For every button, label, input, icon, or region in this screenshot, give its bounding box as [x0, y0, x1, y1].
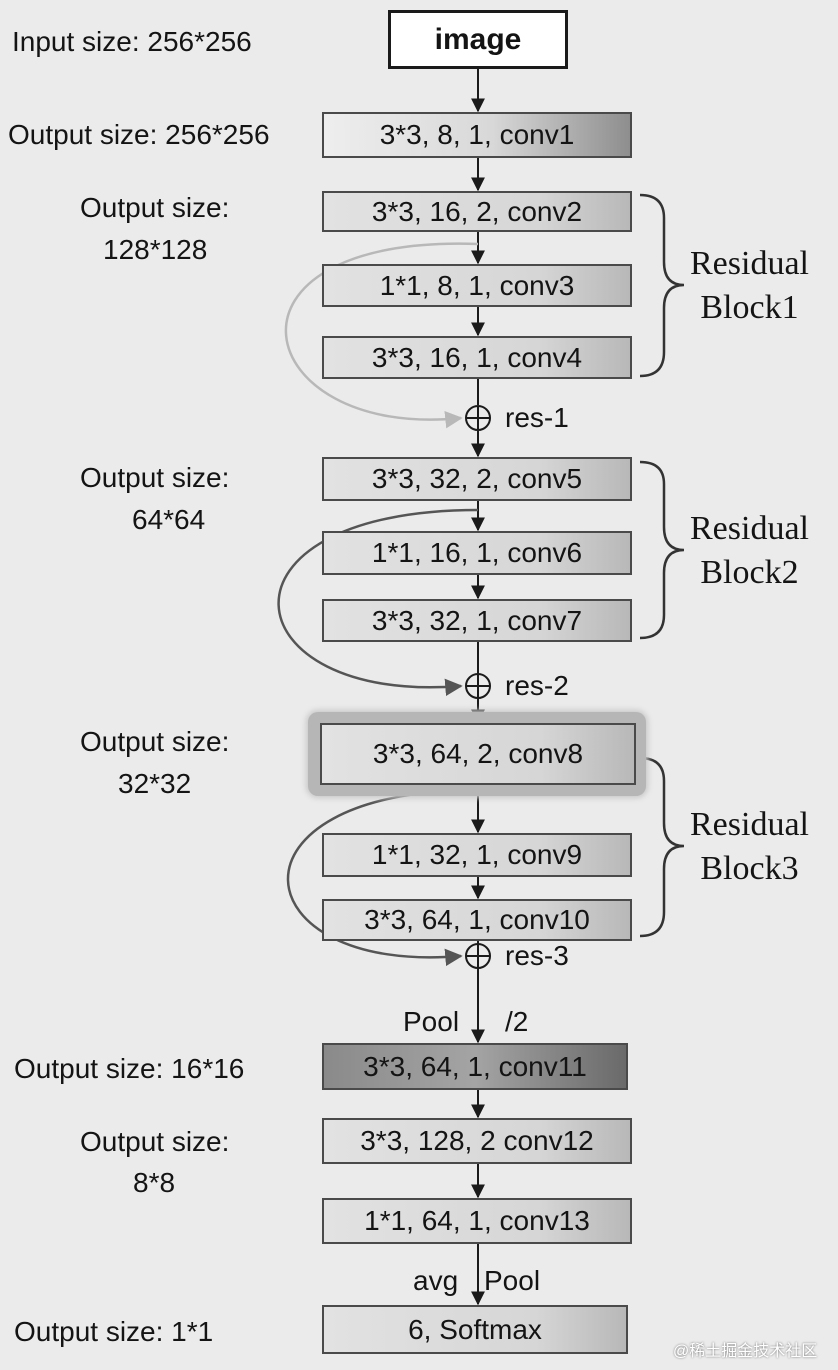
layer-conv1: 3*3, 8, 1, conv1: [322, 112, 632, 158]
residual-block3-line2: Block3: [700, 849, 799, 887]
residual-block2-line2: Block2: [700, 553, 799, 591]
layer-conv7: 3*3, 32, 1, conv7: [322, 599, 632, 642]
layer-conv13: 1*1, 64, 1, conv13: [322, 1198, 632, 1244]
block1-brace: [639, 193, 685, 378]
output-size-label-16: Output size: 16*16: [14, 1053, 245, 1084]
layer-conv8: 3*3, 64, 2, conv8: [320, 723, 636, 785]
input-size-label: Input size: 256*256: [12, 26, 252, 57]
layer-conv2: 3*3, 16, 2, conv2: [322, 191, 632, 232]
output-size-label-128-line2: 128*128: [103, 234, 208, 265]
res-label-2: res-2: [505, 670, 569, 701]
output-size-label-8-line2: 8*8: [133, 1167, 176, 1198]
pool-factor-label: /2: [505, 1006, 529, 1037]
skip-connection-1: [284, 242, 479, 429]
output-size-label-8-line1: Output size:: [80, 1126, 230, 1157]
output-size-label-64-line2: 64*64: [132, 504, 206, 535]
layer-conv6: 1*1, 16, 1, conv6: [322, 531, 632, 575]
res-add-node-1: [465, 405, 491, 431]
watermark: @稀土掘金技术社区: [673, 1343, 818, 1360]
layer-conv5: 3*3, 32, 2, conv5: [322, 457, 632, 501]
layer-conv4: 3*3, 16, 1, conv4: [322, 336, 632, 379]
res-add-node-2: [465, 673, 491, 699]
avg-label: avg: [413, 1265, 459, 1296]
layer-softmax: 6, Softmax: [322, 1305, 628, 1354]
layer-conv3: 1*1, 8, 1, conv3: [322, 264, 632, 307]
output-size-label-32-line1: Output size:: [80, 726, 230, 757]
layer-conv9: 1*1, 32, 1, conv9: [322, 833, 632, 877]
residual-block1-line2: Block1: [700, 288, 799, 326]
residual-block3-line1: Residual: [690, 806, 809, 843]
res-label-3: res-3: [505, 940, 569, 971]
residual-block2-label: Residual Block2: [690, 507, 809, 594]
output-size-label-64-line1: Output size:: [80, 462, 230, 493]
output-size-label-32-line2: 32*32: [118, 768, 192, 799]
residual-block2-line1: Residual: [690, 510, 809, 547]
res-label-1: res-1: [505, 402, 569, 433]
residual-block1-line1: Residual: [690, 245, 809, 282]
image-node: image: [388, 10, 568, 69]
res-add-node-3: [465, 943, 491, 969]
output-size-label-256: Output size: 256*256: [8, 119, 270, 150]
residual-block1-label: Residual Block1: [690, 242, 809, 329]
block2-brace: [639, 460, 685, 640]
layer-conv12: 3*3, 128, 2 conv12: [322, 1118, 632, 1164]
layer-conv10: 3*3, 64, 1, conv10: [322, 899, 632, 941]
layer-conv11: 3*3, 64, 1, conv11: [322, 1043, 628, 1090]
skip-connection-3: [286, 788, 479, 967]
output-size-label-128-line1: Output size:: [80, 192, 230, 223]
block3-brace: [639, 756, 685, 938]
pool-label: Pool: [403, 1006, 460, 1037]
output-size-label-1: Output size: 1*1: [14, 1316, 214, 1347]
skip-connection-2: [277, 508, 479, 696]
residual-block3-label: Residual Block3: [690, 803, 809, 890]
avg-pool-label: Pool: [484, 1265, 541, 1296]
